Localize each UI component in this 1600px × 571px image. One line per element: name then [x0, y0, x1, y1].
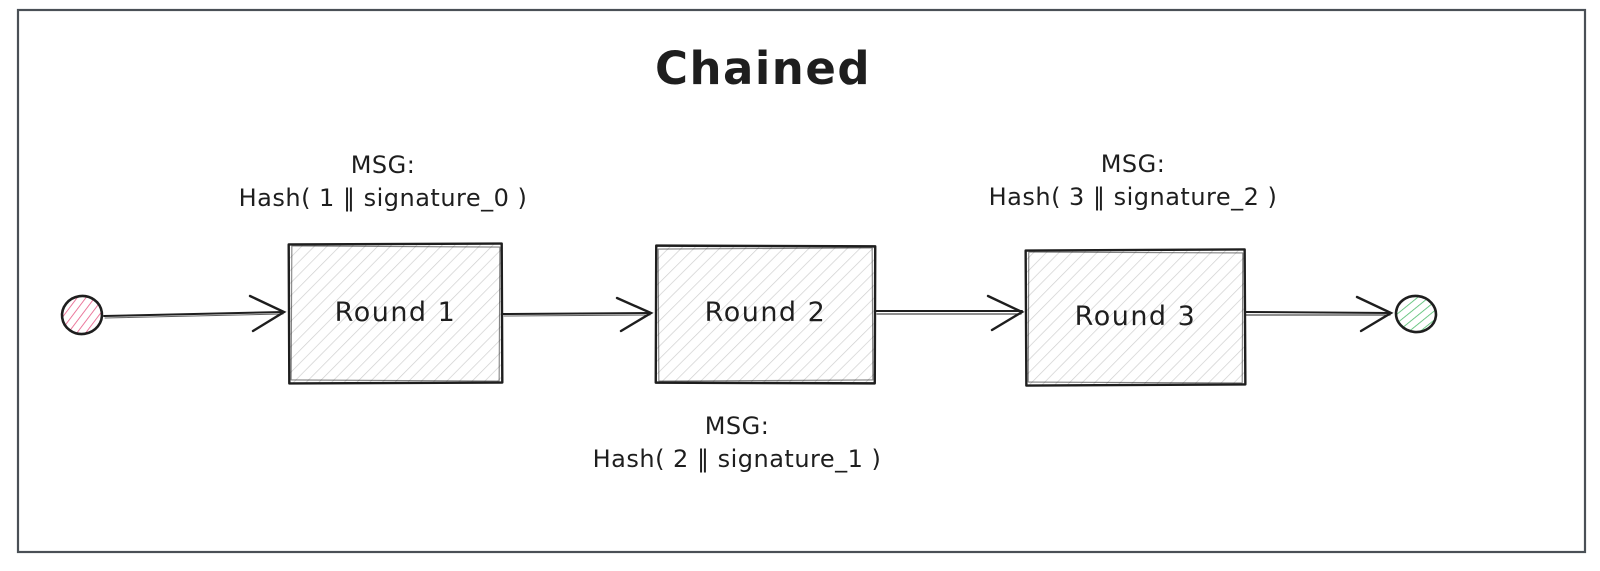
annotation-msg-2-heading: MSG:	[704, 412, 770, 440]
annotation-msg-2-value: Hash( 2 ‖ signature_1 )	[592, 445, 882, 473]
round-1-box	[287, 242, 504, 385]
diagram-title: Chained	[654, 42, 872, 95]
annotation-msg-3-heading: MSG:	[1100, 150, 1166, 178]
round-3-box	[1024, 248, 1247, 387]
round-2-label: Round 2	[704, 297, 827, 328]
annotation-msg-1: MSG: Hash( 1 ‖ signature_0 )	[153, 149, 613, 215]
annotation-msg-1-heading: MSG:	[350, 151, 416, 179]
arrow-round-1-to-round-2	[502, 296, 654, 333]
round-3-label: Round 3	[1074, 301, 1197, 332]
arrow-round-3-to-end	[1244, 295, 1394, 333]
arrow-round-2-to-round-3	[875, 294, 1025, 332]
annotation-msg-2: MSG: Hash( 2 ‖ signature_1 )	[507, 410, 967, 476]
annotation-msg-3: MSG: Hash( 3 ‖ signature_2 )	[903, 148, 1363, 214]
canvas-frame	[16, 8, 1587, 554]
round-1-box-sketch-stroke	[290, 245, 501, 382]
start-node-circle	[60, 294, 104, 336]
round-3-box-sketch-stroke	[1027, 251, 1244, 384]
round-2-box-sketch-stroke	[657, 247, 874, 382]
annotation-msg-1-value: Hash( 1 ‖ signature_0 )	[238, 184, 528, 212]
round-2-box	[654, 244, 877, 385]
arrow-start-to-round-1	[103, 294, 287, 333]
end-node-circle	[1394, 294, 1438, 334]
annotation-msg-3-value: Hash( 3 ‖ signature_2 )	[988, 183, 1278, 211]
round-1-label: Round 1	[334, 297, 457, 328]
